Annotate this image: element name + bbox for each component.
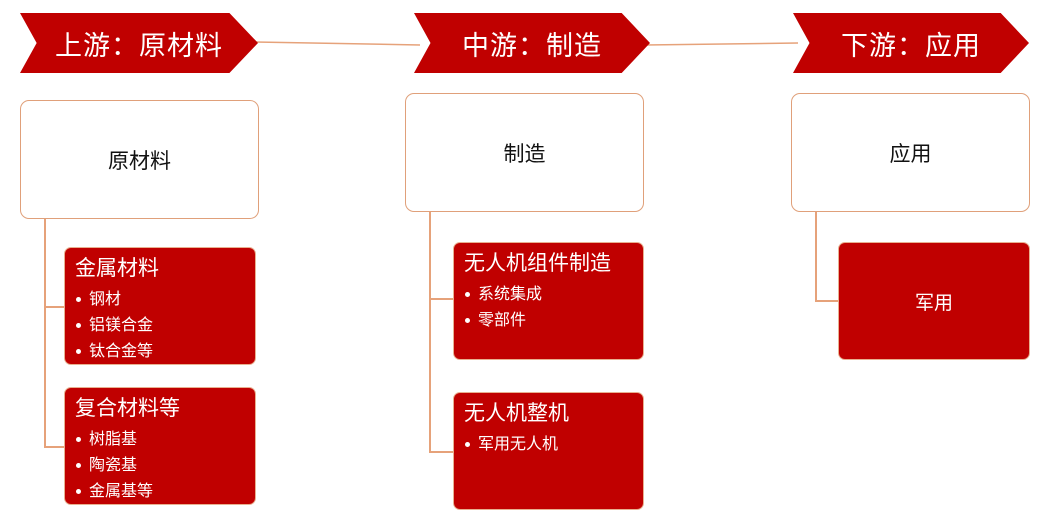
- midstream-stage-box: 制造: [405, 93, 644, 212]
- upstream-group-composite: 复合材料等 树脂基 陶瓷基 金属基等: [64, 387, 256, 505]
- group-title: 无人机组件制造: [464, 251, 611, 275]
- list-item: 陶瓷基: [75, 452, 245, 478]
- list-item: 系统集成: [464, 281, 633, 307]
- list-item: 金属基等: [75, 478, 245, 504]
- list-item: 树脂基: [75, 426, 245, 452]
- stage-header-upstream-label: 上游：原材料: [55, 30, 223, 62]
- midstream-group-complete-uav: 无人机整机 军用无人机: [453, 392, 644, 510]
- midstream-tree-trunk: [429, 212, 431, 452]
- list-item: 军用无人机: [464, 431, 633, 457]
- upstream-tree-branch: [44, 446, 64, 448]
- upstream-tree-trunk: [44, 219, 46, 447]
- group-title: 无人机整机: [464, 401, 569, 425]
- stage-header-midstream: 中游：制造: [414, 13, 650, 73]
- midstream-tree-branch: [429, 298, 453, 300]
- group-title: 金属材料: [75, 256, 159, 280]
- group-title: 复合材料等: [75, 396, 180, 420]
- list-item: 零部件: [464, 307, 633, 333]
- downstream-tree-trunk: [815, 212, 817, 301]
- stage-header-downstream-label: 下游：应用: [841, 30, 981, 62]
- upstream-tree-branch: [44, 306, 64, 308]
- upstream-stage-box: 原材料: [20, 100, 259, 219]
- list-item: 铝镁合金: [75, 312, 245, 338]
- list-item: 钛合金等: [75, 338, 245, 364]
- downstream-stage-label: 应用: [889, 141, 932, 166]
- upstream-group-metal: 金属材料 钢材 铝镁合金 钛合金等: [64, 247, 256, 365]
- downstream-group-military: 军用: [838, 242, 1030, 360]
- midstream-group-components: 无人机组件制造 系统集成 零部件: [453, 242, 644, 360]
- downstream-tree-branch: [815, 300, 839, 302]
- midstream-stage-label: 制造: [503, 141, 546, 166]
- header-connector-lines: [254, 41, 799, 46]
- upstream-stage-label: 原材料: [108, 148, 171, 173]
- group-title: 军用: [914, 291, 953, 314]
- downstream-stage-box: 应用: [791, 93, 1030, 212]
- stage-header-upstream: 上游：原材料: [20, 13, 258, 73]
- list-item: 钢材: [75, 286, 245, 312]
- midstream-tree-branch: [429, 451, 453, 453]
- stage-header-midstream-label: 中游：制造: [462, 30, 602, 62]
- stage-header-downstream: 下游：应用: [793, 13, 1029, 73]
